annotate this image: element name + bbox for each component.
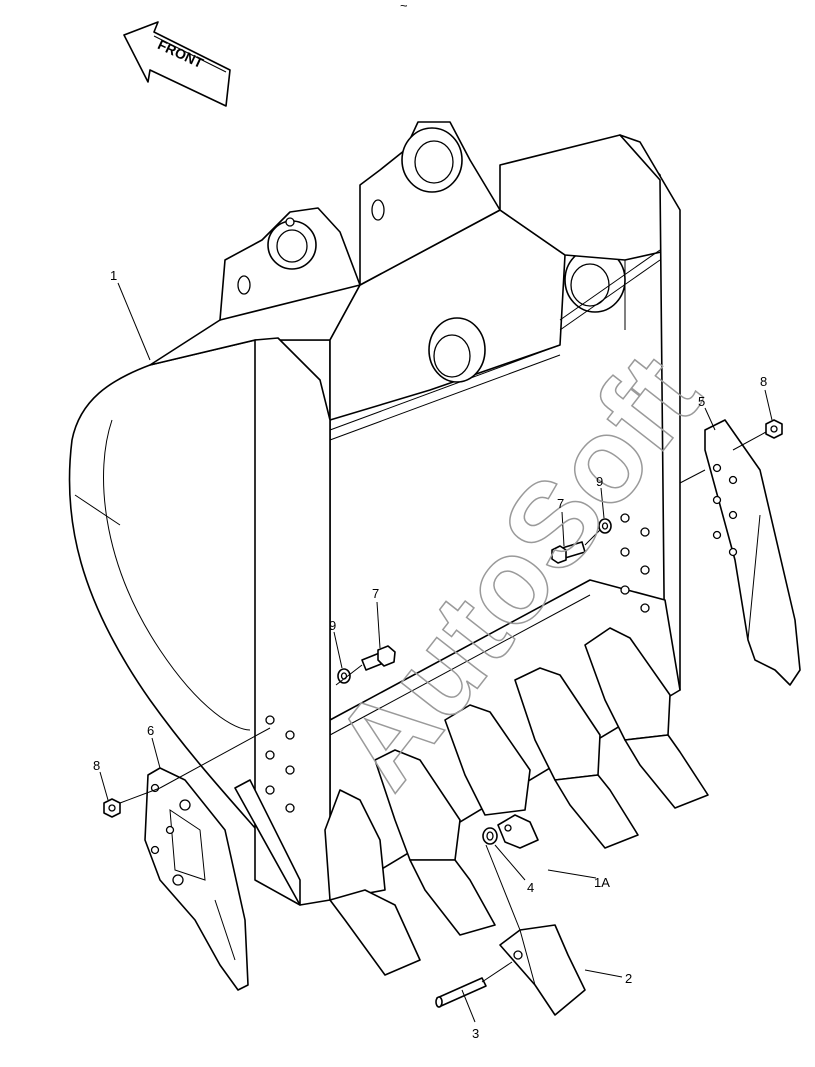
callout-3: 3 — [472, 1026, 479, 1041]
bolt-left-7 — [361, 645, 396, 671]
top-mark: ~ — [400, 0, 408, 13]
left-side-bolt-holes — [265, 715, 295, 813]
callout-1: 1 — [110, 268, 117, 283]
callout-labels: 1 1A 2 3 4 5 6 7 7 8 8 9 9 — [93, 268, 767, 1041]
side-cutter-left-6 — [144, 767, 249, 991]
callout-8-left: 8 — [93, 758, 100, 773]
callout-7-left: 7 — [372, 586, 379, 601]
callout-4: 4 — [527, 880, 534, 895]
callout-7-right: 7 — [557, 496, 564, 511]
nut-right-8 — [765, 419, 783, 439]
adapter-row — [324, 627, 709, 976]
callout-1a: 1A — [594, 875, 610, 890]
front-arrow: FRONT — [123, 21, 231, 107]
bolt-right-7 — [551, 541, 586, 564]
nut-left-8 — [103, 798, 121, 818]
washer-left-9 — [337, 668, 351, 684]
callout-6: 6 — [147, 723, 154, 738]
pin-3 — [435, 977, 487, 1008]
callout-8-right: 8 — [760, 374, 767, 389]
callout-9-left: 9 — [329, 618, 336, 633]
callout-9-right: 9 — [596, 474, 603, 489]
washer-right-9 — [598, 518, 612, 534]
callout-5: 5 — [698, 394, 705, 409]
callout-2: 2 — [625, 971, 632, 986]
right-side-bolt-holes — [620, 513, 650, 613]
adapter-block-1a — [497, 814, 539, 849]
side-cutter-right-5 — [704, 419, 801, 686]
leader-lines — [99, 282, 773, 1023]
lock-washer-4 — [482, 827, 498, 845]
tooth-point-2 — [499, 924, 586, 1016]
